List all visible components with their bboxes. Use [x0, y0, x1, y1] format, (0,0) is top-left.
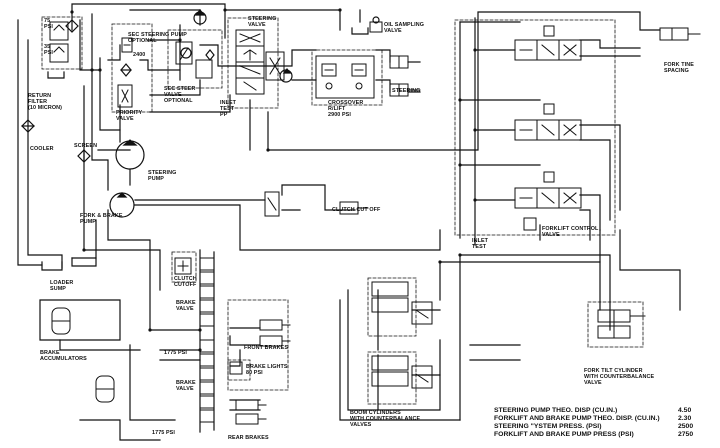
- label-75-psi: 75 PSI: [44, 18, 53, 31]
- dashed-enclosures: [42, 17, 643, 404]
- label-sec-steering-pump: SEC STEERING PUMP OPTIONAL: [128, 32, 187, 45]
- label-priority-valve: PRIORITY VALVE: [116, 110, 143, 123]
- label-steering-pump: STEERING PUMP: [148, 170, 177, 183]
- spec-name: FORKLIFT AND BRAKE PUMP PRESS (PSI): [494, 431, 634, 438]
- spec-name: STEERING "YSTEM PRESS. (PSI): [494, 423, 602, 430]
- label-crossover: CROSSOVER R/LIFT 2900 PSI: [328, 100, 364, 119]
- label-boom-cylinders: BOOM CYLINDERS WITH COUNTERBALANCE VALVE…: [350, 410, 421, 429]
- label-brake-lights: BRAKE LIGHTS 80 PSI: [246, 364, 288, 377]
- label-forklift-control-valve: FORKLIFT CONTROL VALVE: [542, 226, 599, 239]
- label-35-psi: 35 PSI: [44, 44, 53, 57]
- spec-name: FORKLIFT AND BRAKE PUMP THEO. DISP. (CU.…: [494, 415, 660, 422]
- label-clutch-cut-off: CLUTCH CUT OFF: [332, 207, 381, 213]
- label-oil-sampling-valve: OIL SAMPLING VALVE: [384, 22, 425, 35]
- label-1775-psi-a: 1775 PSI: [164, 350, 187, 356]
- label-1775-psi-b: 1775 PSI: [152, 430, 175, 436]
- pumps: [110, 10, 379, 217]
- label-fork-tine-spacing: FORK TINE SPACING: [664, 62, 694, 75]
- label-front-brakes: FRONT BRAKES: [244, 345, 289, 351]
- label-rear-brakes: REAR BRAKES: [228, 435, 269, 441]
- label-steering: STEERING: [392, 88, 421, 94]
- label-brake-accumulators: BRAKE ACCUMULATORS: [40, 350, 87, 363]
- spec-name: STEERING PUMP THEO. DISP (CU.IN.): [494, 407, 618, 414]
- label-2400: 2400: [133, 52, 146, 58]
- label-sec-steer-valve: SEC STEER VALVE OPTIONAL: [164, 86, 196, 105]
- valve-blocks: [50, 22, 700, 424]
- label-loader-sump: LOADER SUMP: [50, 280, 74, 293]
- label-screen: SCREEN: [74, 143, 98, 149]
- label-steering-valve: STEERING VALVE: [248, 16, 277, 29]
- label-brake-valve-2: BRAKE VALVE: [176, 380, 196, 393]
- label-inlet-test: INLET TEST: [472, 238, 489, 251]
- label-brake-valve-1: BRAKE VALVE: [176, 300, 196, 313]
- spec-value: 4.50: [678, 407, 692, 414]
- label-fork-tilt-cylinder: FORK TILT CYLINDER WITH COUNTERBALANCE V…: [584, 368, 655, 387]
- tank-symbols: [42, 28, 368, 270]
- label-inlet-test-pp: INLET TEST PP: [220, 100, 237, 119]
- label-cooler: COOLER: [30, 146, 54, 152]
- spec-value: 2750: [678, 431, 694, 438]
- label-return-filter: RETURN FILTER (10 MICRON): [28, 93, 63, 112]
- label-clutch-cutoff: CLUTCH CUTOFF: [174, 276, 197, 289]
- junction-dots: [70, 8, 477, 352]
- spec-table: STEERING PUMP THEO. DISP (CU.IN.) 4.50 F…: [494, 407, 694, 441]
- spec-value: 2500: [678, 423, 694, 430]
- label-fork-brake-pump: FORK & BRAKE PUMP: [80, 213, 123, 226]
- spec-value: 2.30: [678, 415, 692, 422]
